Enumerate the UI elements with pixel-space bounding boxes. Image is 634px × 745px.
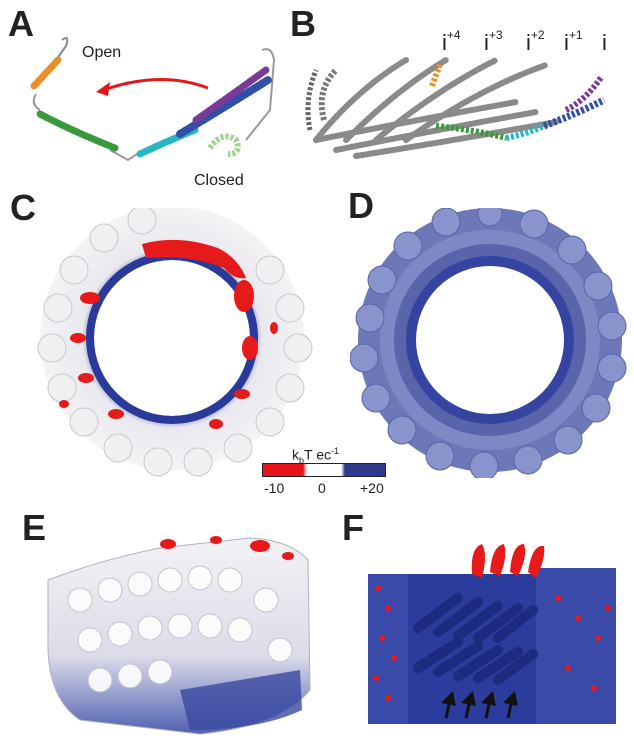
panel-letter-c: C — [10, 187, 36, 228]
panel-letter-e: E — [22, 507, 47, 548]
colorbar-tick-neg10: -10 — [264, 480, 285, 496]
panel-a-helix-illustration — [30, 37, 276, 162]
index-label-i: i — [602, 30, 607, 55]
panel-d-ring-surface — [350, 208, 627, 478]
open-label: Open — [82, 44, 122, 61]
colorbar-unit-label: kbT ec-1 — [292, 446, 340, 466]
panel-f-cutaway-surface — [368, 544, 616, 724]
closed-label: Closed — [194, 172, 244, 189]
panel-b-helix-stack-illustration — [305, 57, 606, 159]
index-label-i-plus-4: i+4 — [442, 28, 461, 55]
panel-c-ring-surface — [37, 208, 313, 477]
panel-letter-b: B — [290, 3, 316, 44]
panel-e-side-surface — [47, 536, 311, 735]
colorbar-tick-pos20: +20 — [360, 480, 384, 496]
panel-letter-f: F — [342, 507, 364, 548]
colorbar-tick-0: 0 — [318, 480, 326, 496]
index-label-i-plus-1: i+1 — [564, 28, 583, 55]
panel-letter-a: A — [8, 3, 34, 44]
colorbar — [262, 463, 386, 477]
index-label-i-plus-3: i+3 — [484, 28, 503, 55]
index-label-i-plus-2: i+2 — [526, 28, 545, 55]
panel-letter-d: D — [348, 185, 374, 226]
